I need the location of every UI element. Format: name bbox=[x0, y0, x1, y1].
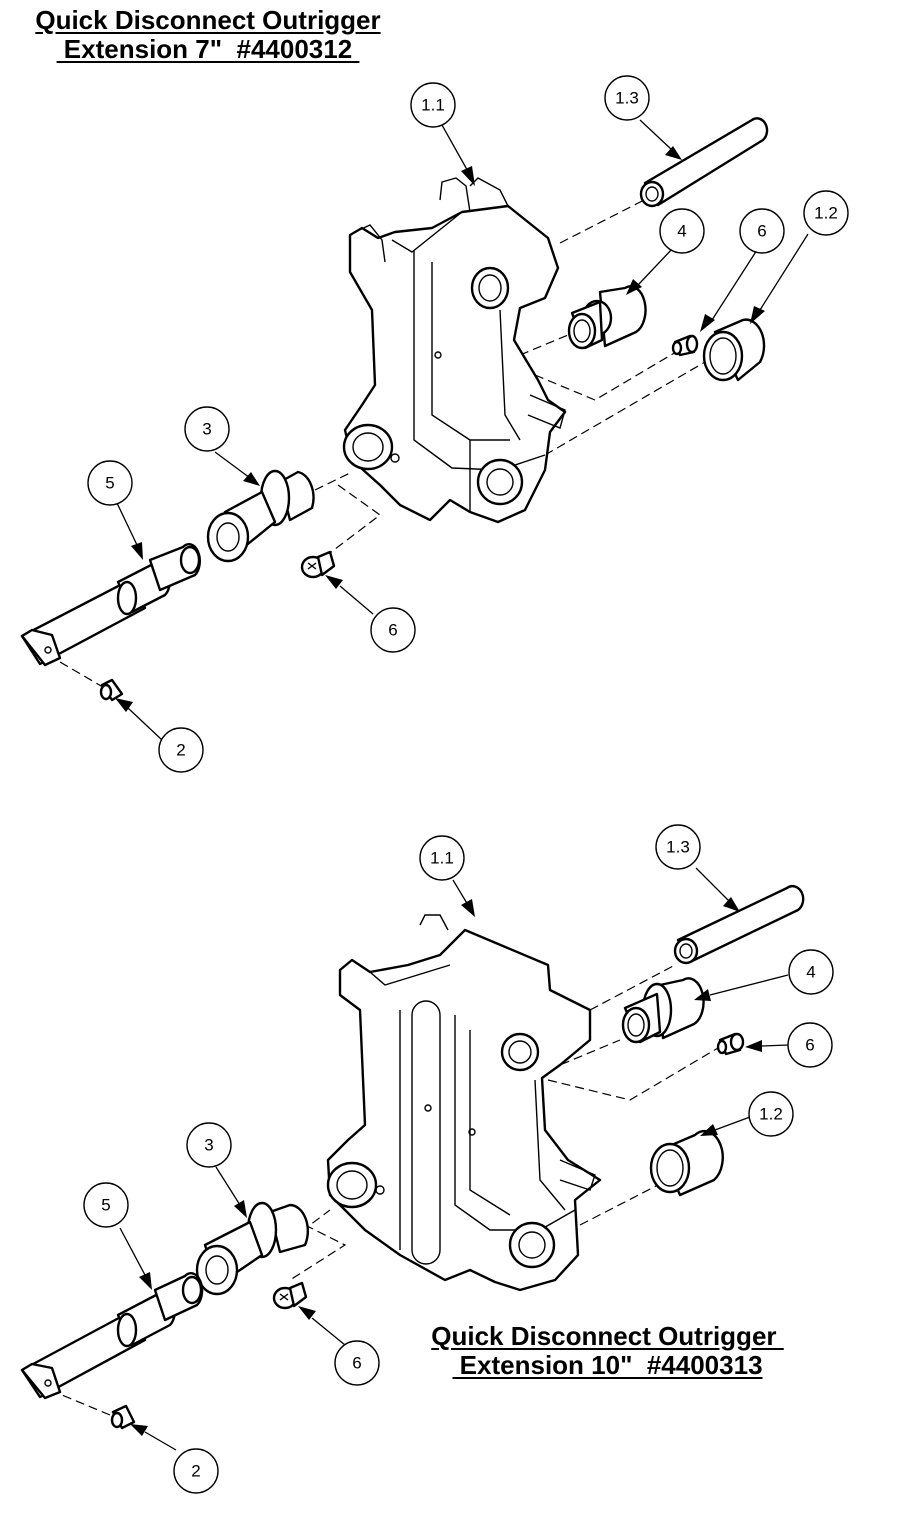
bottom-collar-1-2 bbox=[649, 1130, 724, 1197]
svg-text:6: 6 bbox=[757, 222, 766, 241]
top-balloon-6-right: 6 bbox=[739, 208, 785, 254]
bottom-balloon-6-right: 6 bbox=[787, 1022, 833, 1068]
bottom-screw-6-right bbox=[716, 1032, 745, 1056]
title-top-line1: Quick Disconnect Outrigger bbox=[35, 5, 381, 35]
top-balloon-5: 5 bbox=[87, 460, 133, 506]
top-balloon-4: 4 bbox=[659, 208, 705, 254]
bottom-balloon-3: 3 bbox=[186, 1122, 232, 1168]
svg-text:6: 6 bbox=[352, 1354, 361, 1373]
svg-text:1.3: 1.3 bbox=[615, 89, 639, 108]
bottom-assembly: 1.1 1.3 4 6 1.2 3 5 6 2 bbox=[20, 824, 834, 1494]
bottom-cone-adapter-3 bbox=[195, 1201, 310, 1296]
top-shaft-5 bbox=[20, 542, 202, 667]
bottom-shaft-5 bbox=[20, 1272, 204, 1400]
svg-text:4: 4 bbox=[806, 963, 815, 982]
top-balloon-2: 2 bbox=[158, 727, 204, 773]
title-bottom-line1: Quick Disconnect Outrigger bbox=[431, 1321, 784, 1351]
top-pin-2 bbox=[99, 678, 124, 702]
top-bushing-4 bbox=[567, 285, 647, 350]
top-screw-6-right bbox=[671, 334, 699, 357]
bottom-balloon-4: 4 bbox=[788, 949, 834, 995]
bottom-leaders bbox=[119, 867, 789, 1451]
svg-text:6: 6 bbox=[388, 621, 397, 640]
top-collar-1-2 bbox=[702, 318, 766, 382]
title-bottom-line2: Extension 10" #4400313 bbox=[452, 1350, 763, 1380]
top-cone-adapter-3 bbox=[206, 469, 315, 563]
title-10-inch-extension: Quick Disconnect Outrigger Extension 10"… bbox=[405, 1322, 810, 1380]
top-dashed-lines bbox=[47, 197, 706, 691]
svg-text:4: 4 bbox=[677, 222, 686, 241]
top-screw-6-lower bbox=[300, 550, 336, 579]
bottom-balloon-1-1: 1.1 bbox=[419, 835, 465, 881]
svg-text:1.1: 1.1 bbox=[421, 96, 445, 115]
top-outrigger-bracket bbox=[342, 177, 567, 524]
top-assembly: 1.1 1.3 4 6 1.2 3 5 6 2 bbox=[20, 75, 849, 773]
bottom-balloon-1-2: 1.2 bbox=[748, 1091, 794, 1137]
svg-text:2: 2 bbox=[176, 741, 185, 760]
bottom-balloon-5: 5 bbox=[83, 1182, 129, 1228]
bottom-balloon-2: 2 bbox=[173, 1448, 219, 1494]
svg-text:1.1: 1.1 bbox=[430, 849, 454, 868]
svg-text:1.3: 1.3 bbox=[666, 838, 690, 857]
svg-text:1.2: 1.2 bbox=[814, 204, 838, 223]
bottom-pin-2 bbox=[110, 1404, 136, 1430]
svg-text:5: 5 bbox=[101, 1196, 110, 1215]
title-7-inch-extension: Quick Disconnect Outrigger Extension 7" … bbox=[8, 6, 408, 64]
bottom-outrigger-bracket bbox=[326, 914, 602, 1292]
top-pin-1-3 bbox=[639, 117, 769, 208]
svg-text:6: 6 bbox=[805, 1036, 814, 1055]
top-balloon-1-2: 1.2 bbox=[803, 190, 849, 236]
bottom-balloon-1-3: 1.3 bbox=[655, 824, 701, 870]
svg-text:2: 2 bbox=[191, 1462, 200, 1481]
bottom-bushing-4 bbox=[621, 977, 705, 1044]
svg-text:3: 3 bbox=[204, 1136, 213, 1155]
bottom-balloon-6-lower: 6 bbox=[334, 1340, 380, 1386]
top-balloon-1-3: 1.3 bbox=[604, 75, 650, 121]
bottom-screw-6-lower bbox=[272, 1281, 308, 1310]
svg-text:3: 3 bbox=[202, 420, 211, 439]
top-leaders bbox=[115, 119, 809, 741]
top-balloon-1-1: 1.1 bbox=[410, 82, 456, 128]
svg-text:1.2: 1.2 bbox=[759, 1105, 783, 1124]
title-top-line2: Extension 7" #4400312 bbox=[56, 34, 360, 64]
top-balloon-3: 3 bbox=[184, 406, 230, 452]
top-balloon-6-lower: 6 bbox=[370, 607, 416, 653]
svg-text:5: 5 bbox=[105, 474, 114, 493]
bottom-pin-1-3 bbox=[673, 885, 805, 965]
